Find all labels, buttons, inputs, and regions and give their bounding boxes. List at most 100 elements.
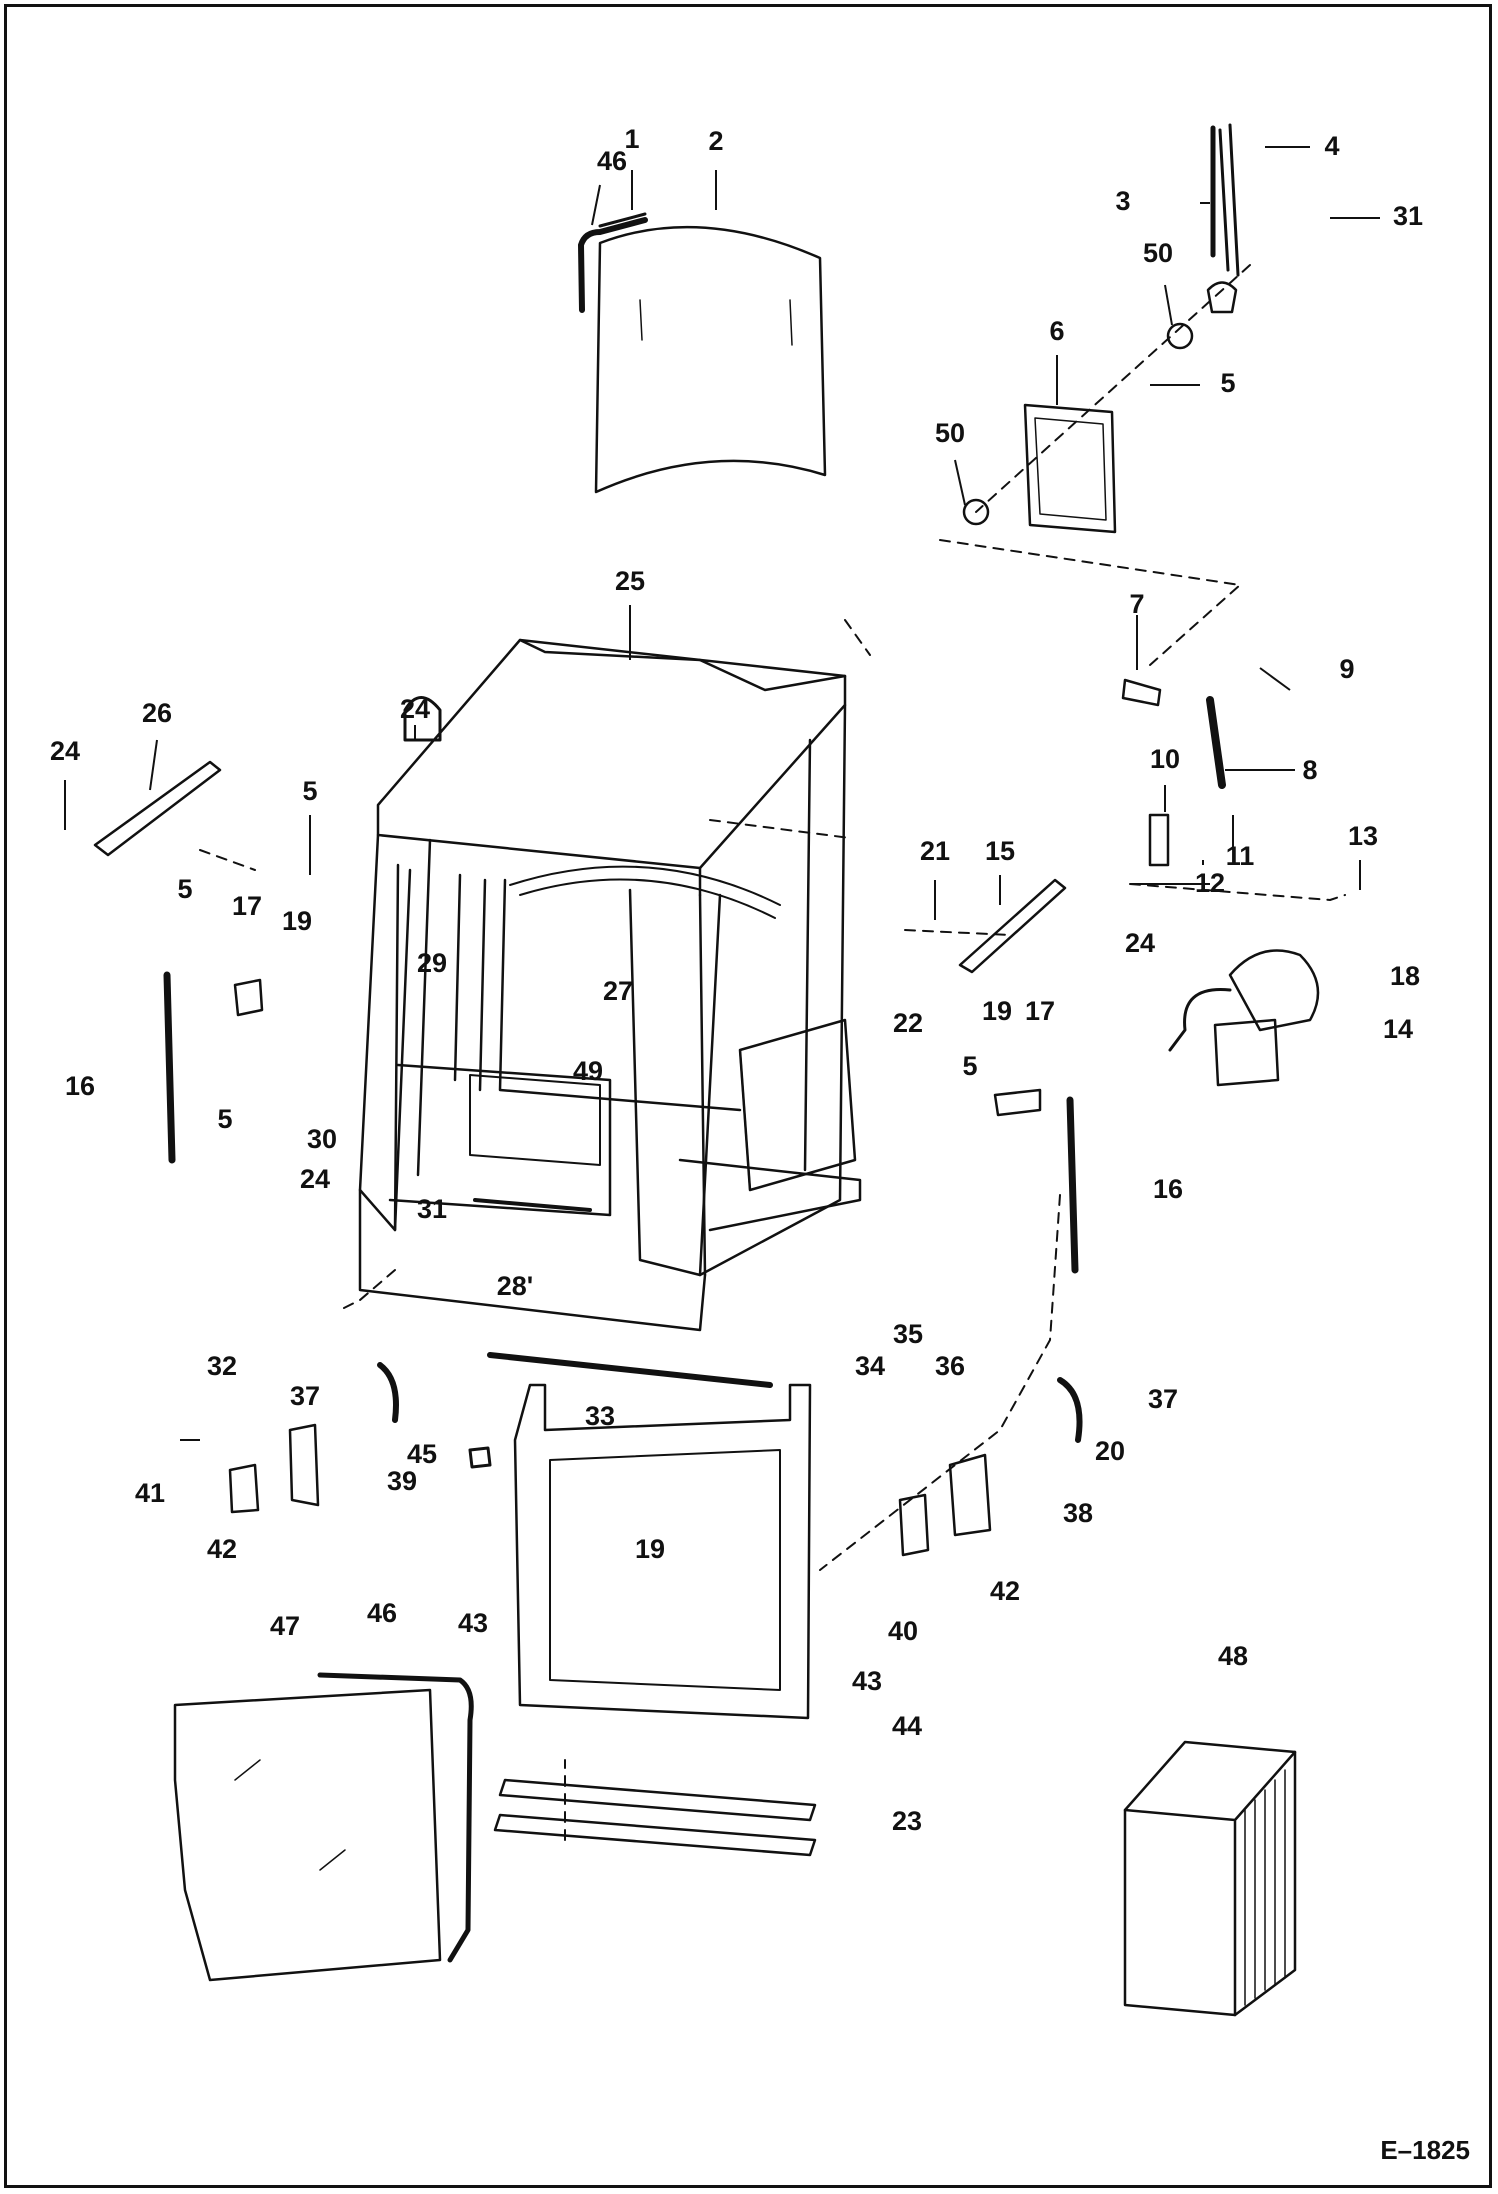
callout-c40: 40 bbox=[888, 1616, 918, 1646]
callout-c6: 6 bbox=[1049, 316, 1064, 346]
door-frame bbox=[513, 1383, 812, 1720]
callout-c9: 9 bbox=[1339, 654, 1354, 684]
door-glass bbox=[173, 1688, 442, 1982]
callout-c42b: 42 bbox=[990, 1576, 1020, 1606]
latch-key bbox=[468, 1446, 492, 1469]
callout-c41: 41 bbox=[135, 1478, 165, 1508]
callout-c1: 1 bbox=[624, 124, 639, 154]
callout-c24d: 24 bbox=[300, 1164, 330, 1194]
callout-c28: 28' bbox=[497, 1271, 533, 1301]
hinge-bracket bbox=[898, 1493, 930, 1557]
grommet bbox=[1166, 322, 1194, 350]
callout-c36: 36 bbox=[935, 1351, 965, 1381]
mounting-rail bbox=[93, 760, 222, 857]
callout-c45: 45 bbox=[407, 1439, 437, 1469]
callout-c26: 26 bbox=[142, 698, 172, 728]
callout-c19b: 19 bbox=[982, 996, 1012, 1026]
wiper-bracket bbox=[1148, 813, 1170, 867]
callout-c31b: 31 bbox=[417, 1194, 447, 1224]
callout-c50b: 50 bbox=[935, 418, 965, 448]
door-glass-seal bbox=[317, 1672, 474, 1963]
leader-lines bbox=[64, 146, 1380, 1441]
callout-c5b: 5 bbox=[177, 874, 192, 904]
hinge-half bbox=[377, 1362, 399, 1423]
cab-frame bbox=[358, 638, 862, 1332]
filter-box bbox=[1123, 1740, 1297, 2017]
callout-c18: 18 bbox=[1390, 961, 1420, 991]
callout-c39: 39 bbox=[387, 1466, 417, 1496]
callout-c10: 10 bbox=[1150, 744, 1180, 774]
door-rod bbox=[487, 1352, 773, 1388]
door-seal bbox=[493, 1813, 817, 1857]
callout-c27: 27 bbox=[603, 976, 633, 1006]
callout-c14: 14 bbox=[1383, 1014, 1413, 1044]
latch-bracket bbox=[228, 1463, 260, 1514]
wiper-crank bbox=[1121, 678, 1162, 707]
callout-c5c: 5 bbox=[302, 776, 317, 806]
callout-c17a: 17 bbox=[232, 891, 262, 921]
callout-c13: 13 bbox=[1348, 821, 1378, 851]
diagram-border bbox=[4, 4, 1492, 2188]
callout-c37b: 37 bbox=[1148, 1384, 1178, 1414]
callout-c15: 15 bbox=[985, 836, 1015, 866]
callout-c42a: 42 bbox=[207, 1534, 237, 1564]
callout-c4: 4 bbox=[1324, 131, 1339, 161]
callout-c19a: 19 bbox=[282, 906, 312, 936]
callout-c24a: 24 bbox=[400, 694, 430, 724]
callout-c49: 49 bbox=[573, 1056, 603, 1086]
grommet bbox=[962, 498, 990, 526]
callout-c7: 7 bbox=[1129, 589, 1144, 619]
callout-c23: 23 bbox=[892, 1806, 922, 1836]
hinge-bracket bbox=[948, 1453, 992, 1537]
callout-c11: 11 bbox=[1226, 841, 1255, 871]
callout-c5a: 5 bbox=[1220, 368, 1235, 398]
callout-c38: 38 bbox=[1063, 1498, 1093, 1528]
callout-c3: 3 bbox=[1115, 186, 1130, 216]
callout-c17b: 17 bbox=[1025, 996, 1055, 1026]
hold-bar bbox=[1066, 1096, 1079, 1274]
callout-c20: 20 bbox=[1095, 1436, 1125, 1466]
callout-c12: 12 bbox=[1195, 868, 1225, 898]
callout-c44: 44 bbox=[892, 1711, 922, 1741]
figure-id: E–1825 bbox=[1380, 2135, 1470, 2165]
mounting-rail bbox=[958, 878, 1067, 974]
callout-c2: 2 bbox=[708, 126, 723, 156]
callout-c21: 21 bbox=[920, 836, 950, 866]
callout-c33: 33 bbox=[585, 1401, 615, 1431]
hinge-half bbox=[1057, 1377, 1083, 1443]
callout-c24c: 24 bbox=[1125, 928, 1155, 958]
glass-seal-strip bbox=[598, 212, 647, 228]
callout-c31a: 31 bbox=[1393, 201, 1423, 231]
callout-c43a: 43 bbox=[458, 1608, 488, 1638]
wiper-motor bbox=[1168, 949, 1320, 1087]
hinge-bracket bbox=[288, 1423, 320, 1507]
callout-c22: 22 bbox=[893, 1008, 923, 1038]
callout-c48: 48 bbox=[1218, 1641, 1248, 1671]
callout-c37a: 37 bbox=[290, 1381, 320, 1411]
callout-c5d: 5 bbox=[962, 1051, 977, 1081]
callout-c25: 25 bbox=[615, 566, 645, 596]
callout-c46b: 46 bbox=[367, 1598, 397, 1628]
callout-c46a: 46 bbox=[597, 146, 627, 176]
bracket bbox=[993, 1088, 1042, 1117]
callout-c50a: 50 bbox=[1143, 238, 1173, 268]
door-seal bbox=[498, 1778, 817, 1822]
callout-c43b: 43 bbox=[852, 1666, 882, 1696]
callout-c8: 8 bbox=[1302, 755, 1317, 785]
glass-seal-strip bbox=[578, 217, 648, 313]
front-glass bbox=[594, 225, 827, 494]
callout-c24b: 24 bbox=[50, 736, 80, 766]
callout-c16b: 16 bbox=[1153, 1174, 1183, 1204]
wiper-link bbox=[1206, 696, 1226, 789]
callout-c16a: 16 bbox=[65, 1071, 95, 1101]
callout-c5e: 5 bbox=[217, 1104, 232, 1134]
hold-bar bbox=[163, 971, 176, 1164]
callout-c34: 34 bbox=[855, 1351, 885, 1381]
bracket bbox=[233, 978, 264, 1017]
callout-c19c: 19 bbox=[635, 1534, 665, 1564]
wiper-cover-plate bbox=[1023, 403, 1117, 534]
callout-c47: 47 bbox=[270, 1611, 300, 1641]
